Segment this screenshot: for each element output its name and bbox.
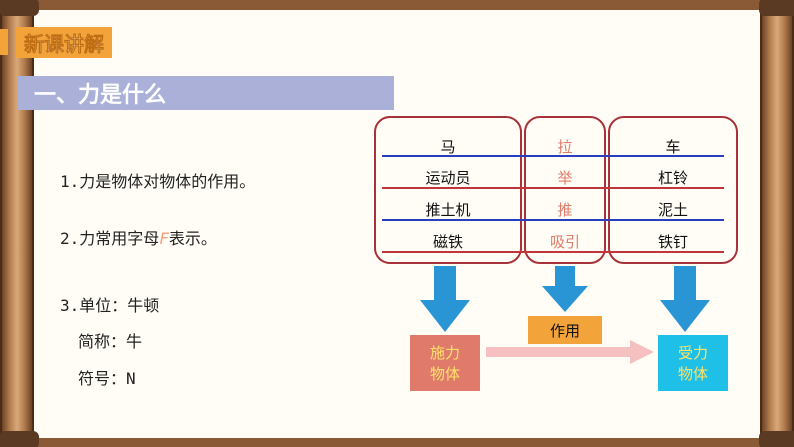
apply-object-4: 磁铁 <box>432 233 463 251</box>
point-2-text: 2.力常用字母 <box>60 229 160 248</box>
scroll-roller-left <box>0 0 39 447</box>
point-3: 3.单位：牛顿 <box>60 296 160 315</box>
receive-object-box: 受力 物体 <box>658 335 728 391</box>
scroll-roller-right <box>759 0 794 447</box>
section-marker <box>0 29 8 55</box>
point-2-letter: F <box>159 229 169 248</box>
point-1: 1.力是物体对物体的作用。 <box>60 172 256 191</box>
apply-object-label-2: 物体 <box>429 365 460 383</box>
arrow-down-icon-middle <box>542 266 588 312</box>
action-1: 拉 <box>557 138 573 156</box>
point-2-suffix: 表示。 <box>168 229 217 248</box>
topic-bar: 一、力是什么 <box>18 76 394 110</box>
topic-title: 一、力是什么 <box>34 83 167 108</box>
divider-line-3 <box>382 219 724 221</box>
receive-object-3: 泥土 <box>657 201 688 219</box>
point-2: 2.力常用字母F表示。 <box>60 225 217 249</box>
arrow-down-icon-left <box>420 266 470 332</box>
apply-object-2: 运动员 <box>425 169 471 187</box>
point-5: 符号：N <box>78 369 136 388</box>
divider-line-2 <box>382 187 724 189</box>
receive-object-label-2: 物体 <box>677 365 708 383</box>
apply-object-box: 施力 物体 <box>410 335 480 391</box>
action-4: 吸引 <box>549 233 580 251</box>
arrow-right-icon <box>486 340 654 364</box>
divider-line-1 <box>382 155 724 157</box>
section-header: 新课讲解 <box>0 26 112 58</box>
receive-object-label-1: 受力 <box>677 344 708 362</box>
apply-object-1: 马 <box>440 138 456 156</box>
action-group <box>524 116 606 264</box>
apply-object-group <box>374 116 522 264</box>
divider-line-4 <box>382 251 724 253</box>
receive-object-2: 杠铃 <box>657 169 688 187</box>
receive-object-4: 铁钉 <box>657 233 688 251</box>
action-label-box: 作用 <box>528 316 602 344</box>
section-title: 新课讲解 <box>16 26 112 58</box>
point-4: 简称：牛 <box>78 332 143 351</box>
receive-object-1: 车 <box>665 138 681 156</box>
action-3: 推 <box>557 201 573 219</box>
receive-object-group <box>608 116 738 264</box>
apply-object-label-1: 施力 <box>429 344 460 362</box>
arrow-down-icon-right <box>660 266 710 332</box>
action-2: 举 <box>557 169 573 187</box>
apply-object-3: 推土机 <box>425 201 471 219</box>
